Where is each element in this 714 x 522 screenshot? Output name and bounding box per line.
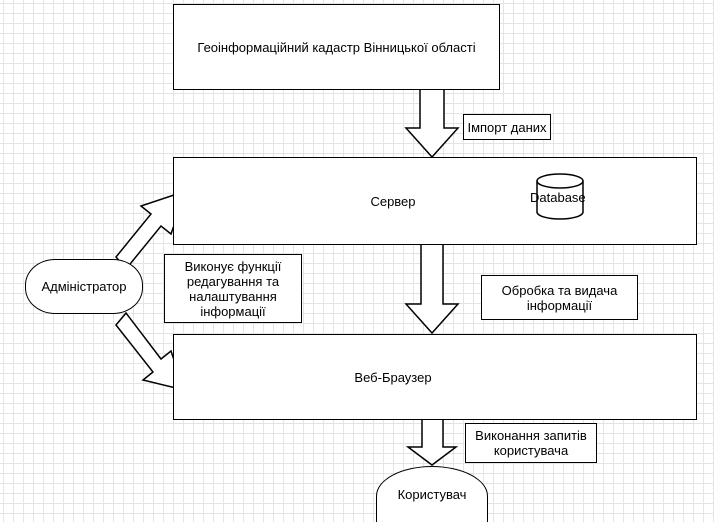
- browser-title: Веб-Браузер: [354, 369, 432, 385]
- admin-actor: Адміністратор: [25, 259, 143, 314]
- user-actor: Користувач: [376, 466, 488, 522]
- request-arrow: [405, 418, 459, 466]
- user-label: Користувач: [397, 487, 467, 502]
- admin-functions-label: Виконує функції редагування та налаштува…: [164, 254, 302, 323]
- processing-arrow: [404, 243, 460, 335]
- server-title: Сервер: [370, 193, 416, 209]
- cadastre-box: Геоінформаційний кадастр Вінницької обла…: [173, 4, 500, 90]
- admin-to-browser-arrow: [115, 311, 186, 392]
- database-icon: [536, 173, 584, 220]
- server-box: Сервер: [173, 157, 697, 245]
- import-label: Імпорт даних: [463, 114, 551, 140]
- browser-box: Веб-Браузер: [173, 334, 697, 420]
- requests-label: Виконання запитів користувача: [465, 423, 597, 463]
- import-arrow: [404, 88, 460, 159]
- database-label: Database: [530, 190, 586, 205]
- processing-label: Обробка та видача інформації: [481, 275, 638, 320]
- admin-label: Адміністратор: [41, 279, 127, 294]
- cadastre-title: Геоінформаційний кадастр Вінницької обла…: [197, 39, 476, 55]
